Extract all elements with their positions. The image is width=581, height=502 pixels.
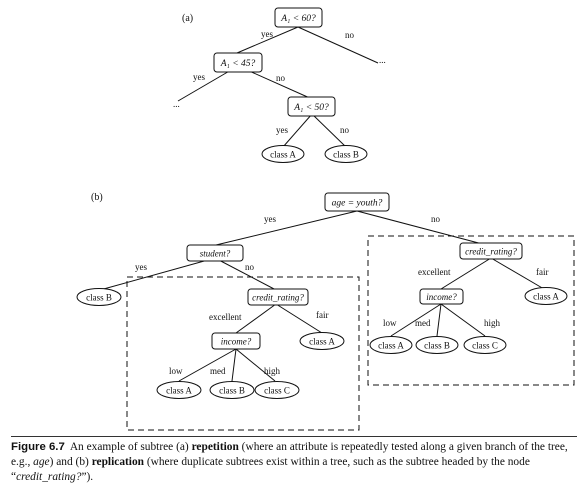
figure-number: Figure 6.7 [11, 441, 65, 453]
edge-label-b-root-no: no [431, 214, 441, 224]
svg-text:credit_rating?: credit_rating? [465, 247, 517, 257]
node-b-income-left: income? [211, 332, 261, 350]
edge-label-a-root-no: no [345, 30, 355, 40]
svg-text:class B: class B [424, 341, 450, 351]
leaf-b-right-high: class C [463, 336, 507, 354]
leaf-b-left-high: class C [254, 381, 300, 399]
edge-label-b-credit-left-excellent: excellent [209, 312, 242, 322]
figure-caption: Figure 6.7 An example of subtree (a) repe… [11, 440, 577, 485]
svg-text:class A: class A [166, 386, 192, 396]
svg-text:class A: class A [270, 150, 296, 160]
edge-label-b-student-yes: yes [135, 262, 147, 272]
node-b-income-right: income? [419, 288, 464, 305]
caption-top-rule [11, 436, 577, 437]
edge-label-b-root-yes: yes [264, 214, 276, 224]
svg-text:income?: income? [426, 292, 457, 302]
svg-text:A₁ < 45?: A₁ < 45? [220, 59, 256, 69]
replicated-subtree-box-left [126, 276, 360, 431]
leaf-b-right-med: class B [415, 336, 459, 354]
part-a-label: (a) [182, 13, 193, 24]
edge-label-b-credit-right-fair: fair [536, 267, 549, 277]
svg-text:credit_rating?: credit_rating? [252, 293, 304, 303]
svg-text:class C: class C [472, 341, 498, 351]
decision-tree-figure: (a) A₁ < 60? A₁ < 45? A₁ < 50? class A c… [76, 7, 575, 431]
replicated-subtree-box-right [367, 235, 575, 386]
caption-text-3: ) and (b) [49, 456, 92, 468]
edge-label-b-student-no: no [245, 262, 255, 272]
node-a-low: A₁ < 50? [287, 96, 336, 117]
caption-bold-replication: replication [91, 456, 144, 468]
edge-label-b-income-right-low: low [383, 318, 397, 328]
edge-label-b-income-left-low: low [169, 366, 183, 376]
node-b-credit-rating-right: credit_rating? [459, 242, 523, 260]
part-b-label: (b) [91, 192, 103, 203]
node-b-credit-rating-left: credit_rating? [247, 288, 309, 306]
edge-label-a-root-yes: yes [261, 29, 273, 39]
edge-label-b-income-left-high: high [264, 366, 281, 376]
leaf-b-left-low: class A [156, 381, 202, 399]
leaf-a-class-a: class A [261, 145, 305, 163]
svg-text:income?: income? [221, 337, 252, 347]
leaf-b-left-med: class B [209, 381, 255, 399]
node-a-mid: A₁ < 45? [213, 52, 263, 73]
edge-label-b-income-right-high: high [484, 318, 501, 328]
edge-label-b-income-left-med: med [210, 366, 226, 376]
node-b-root: age = youth? [324, 192, 390, 212]
leaf-b-left-fair: class A [299, 332, 345, 350]
svg-text:class A: class A [378, 341, 404, 351]
ellipsis-a-left: ... [173, 99, 180, 109]
caption-text-2: (where an attribute is repeatedly tested… [11, 441, 568, 468]
node-a-root: A₁ < 60? [274, 7, 323, 28]
edge-label-b-credit-right-excellent: excellent [418, 267, 451, 277]
leaf-b-right-low: class A [369, 336, 413, 354]
svg-text:A₁ < 50?: A₁ < 50? [293, 103, 329, 113]
svg-text:A₁ < 60?: A₁ < 60? [280, 14, 316, 24]
edge-label-a-mid-no: no [276, 73, 286, 83]
edge-label-a-low-yes: yes [276, 125, 288, 135]
ellipsis-a-right: ... [379, 55, 386, 65]
svg-text:class B: class B [86, 293, 112, 303]
svg-text:student?: student? [200, 249, 231, 259]
svg-text:class B: class B [219, 386, 245, 396]
caption-text-4: (where duplicate subtrees exist within a… [11, 456, 530, 483]
svg-text:age = youth?: age = youth? [332, 199, 383, 209]
caption-text-5: ”). [81, 471, 94, 483]
node-b-student: student? [186, 244, 244, 262]
svg-text:class A: class A [309, 337, 335, 347]
edge-label-a-mid-yes: yes [193, 72, 205, 82]
svg-text:class B: class B [333, 150, 359, 160]
caption-text-1: An example of subtree (a) [69, 441, 192, 453]
svg-text:class C: class C [264, 386, 290, 396]
leaf-b-student-yes: class B [76, 288, 122, 306]
edge-label-b-credit-left-fair: fair [316, 310, 329, 320]
edge-label-a-low-no: no [340, 125, 350, 135]
leaf-b-right-fair: class A [524, 287, 568, 305]
leaf-a-class-b: class B [324, 145, 368, 163]
caption-bold-repetition: repetition [191, 441, 239, 453]
caption-italic-credit-rating: credit_rating? [16, 471, 82, 483]
caption-italic-age: age [33, 456, 50, 468]
svg-text:class A: class A [533, 292, 559, 302]
edge-label-b-income-right-med: med [415, 318, 431, 328]
